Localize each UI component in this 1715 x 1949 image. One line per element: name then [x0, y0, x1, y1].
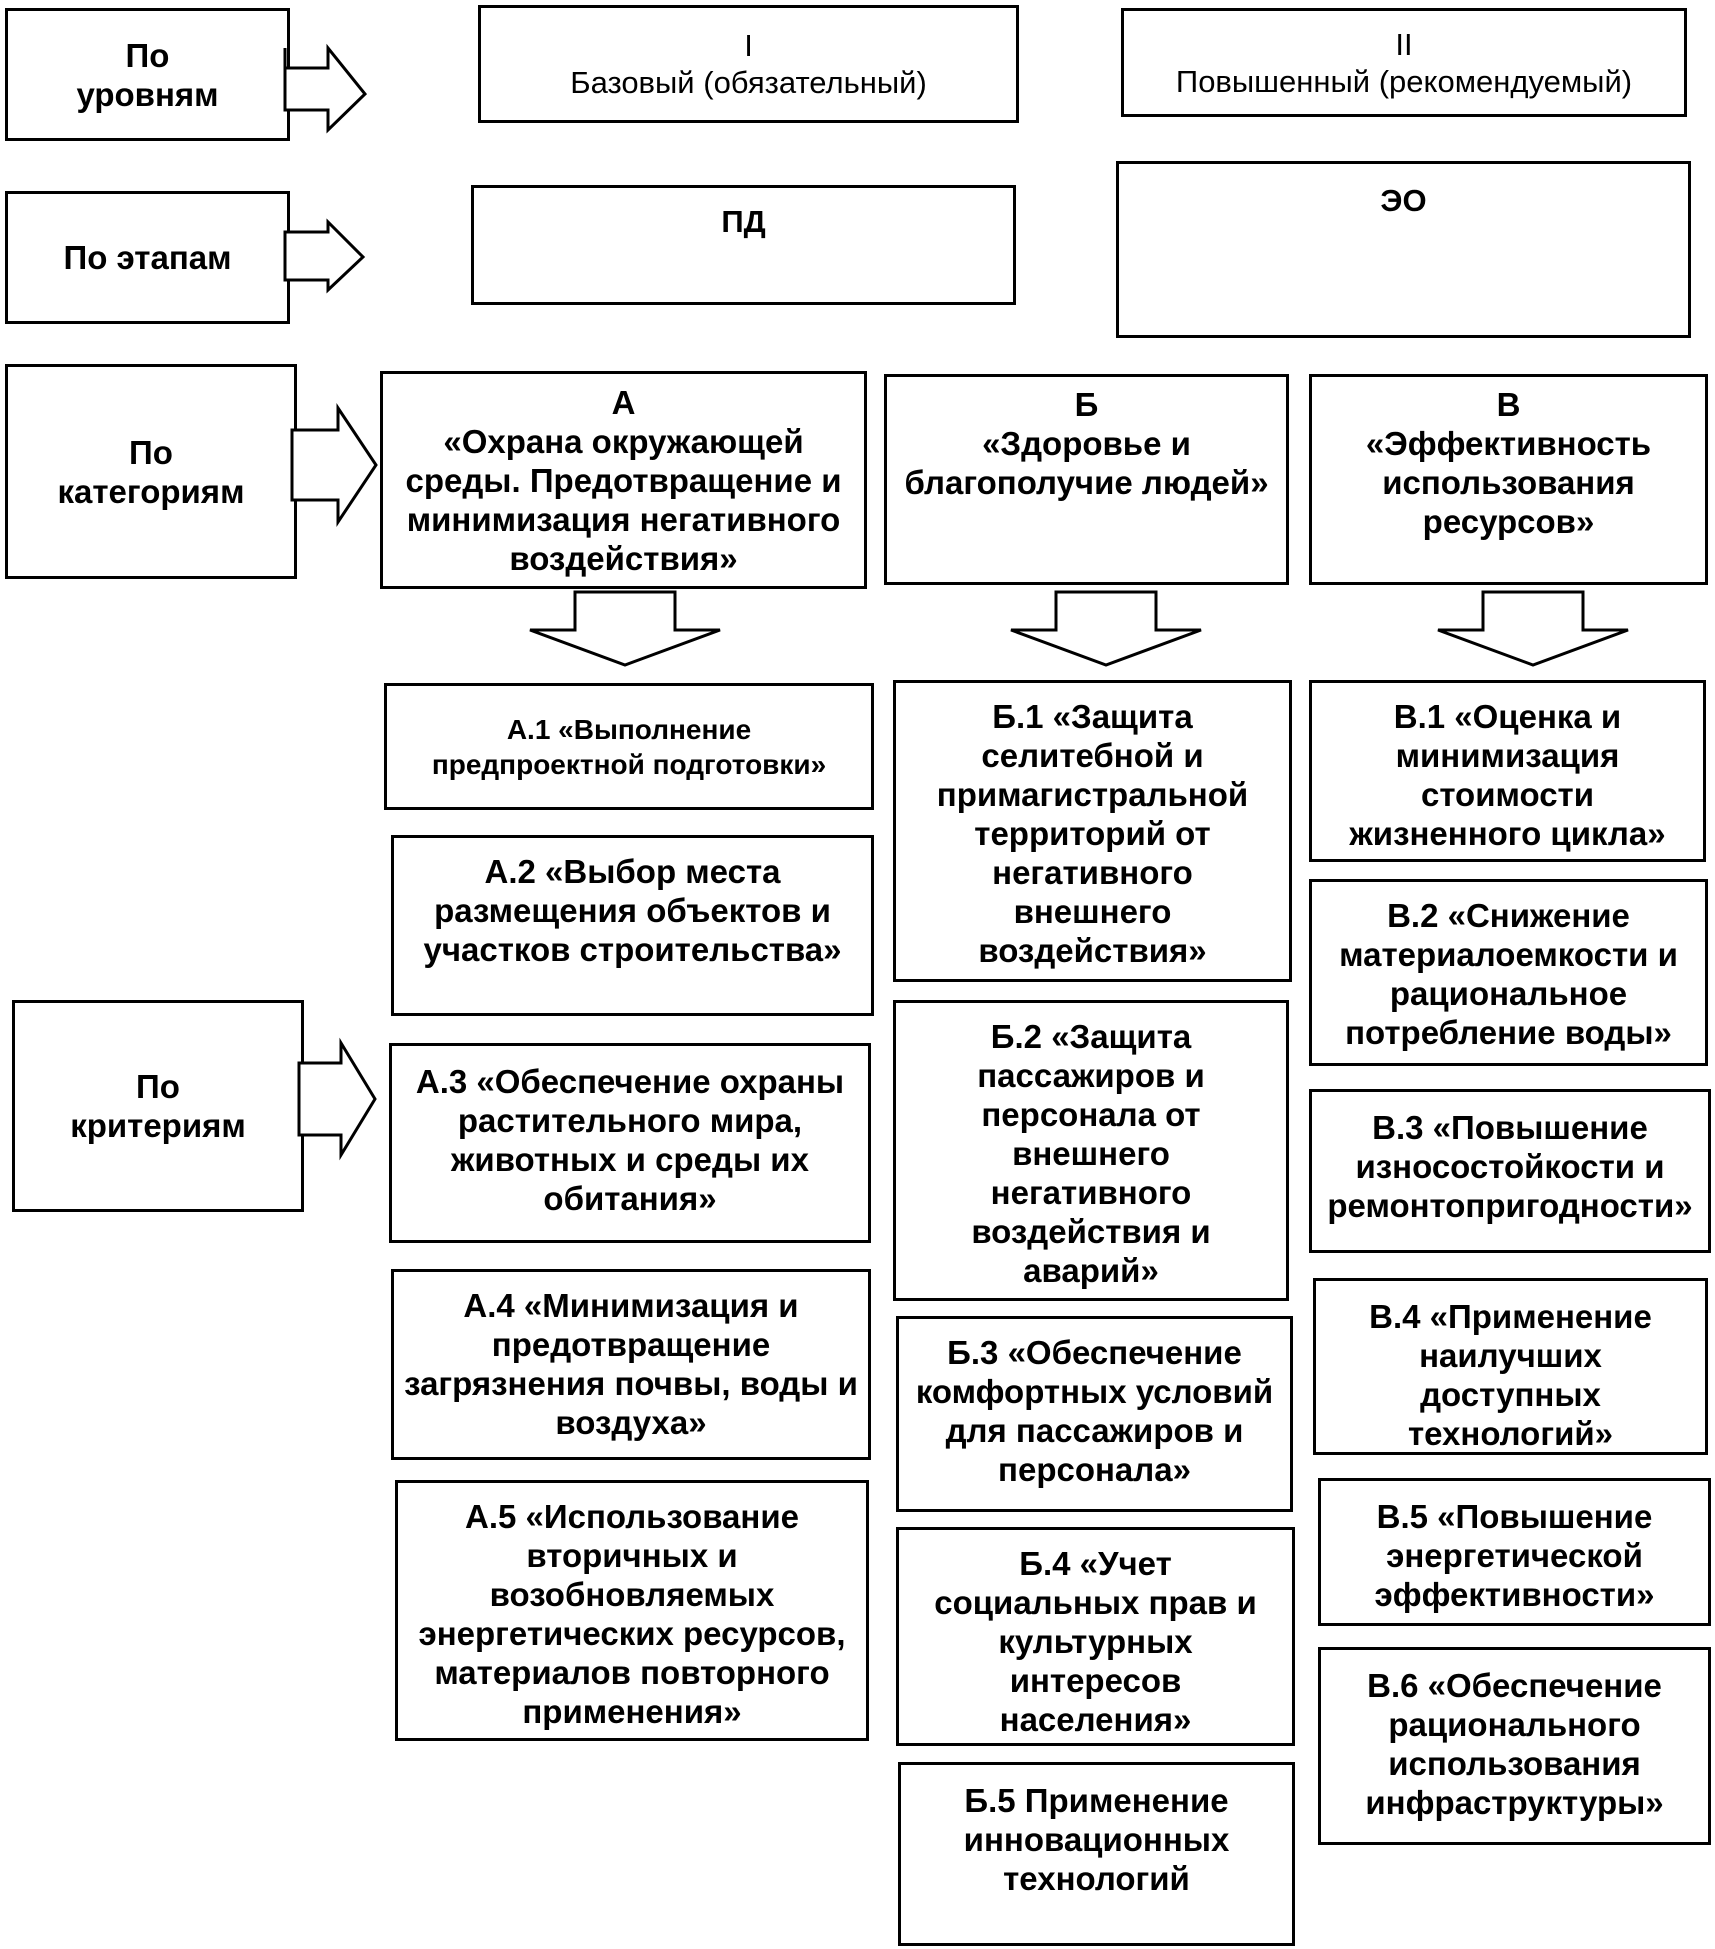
criterion-b4-box: Б.4 «Учет социальных прав и культурных и…	[896, 1527, 1295, 1746]
level-basic-box: I Базовый (обязательный)	[478, 5, 1019, 123]
levels-label-box: По уровням	[5, 8, 290, 141]
criterion-b3: Б.3 «Обеспечение комфортных условий для …	[915, 1334, 1274, 1488]
categories-label-box: По категориям	[5, 364, 297, 579]
category-v-down-arrow	[1437, 590, 1629, 667]
criterion-v1-box: В.1 «Оценка и минимизация стоимости жизн…	[1309, 680, 1706, 862]
criterion-b2: Б.2 «Защита пассажиров и персонала от вн…	[971, 1018, 1211, 1289]
criterion-a3: А.3 «Обеспечение охраны растительного ми…	[415, 1063, 845, 1217]
criterion-a4: А.4 «Минимизация и предотвращение загряз…	[404, 1287, 858, 1441]
criterion-v1: В.1 «Оценка и минимизация стоимости жизн…	[1349, 698, 1666, 852]
criterion-v6: В.6 «Обеспечение рационального использов…	[1365, 1667, 1664, 1821]
stages-right-arrow	[283, 218, 366, 294]
criterion-v6-box: В.6 «Обеспечение рационального использов…	[1318, 1647, 1711, 1845]
category-v-box: В «Эффективность использования ресурсов»	[1309, 374, 1708, 585]
criterion-b2-box: Б.2 «Защита пассажиров и персонала от вн…	[893, 1000, 1289, 1301]
criterion-a2-box: А.2 «Выбор места размещения объектов и у…	[391, 835, 874, 1016]
levels-right-arrow	[283, 43, 368, 134]
criterion-b5: Б.5 Применение инновационных технологий	[963, 1782, 1230, 1897]
criterion-v5: В.5 «Повышение энергетической эффективно…	[1374, 1498, 1655, 1613]
category-a-box: А «Охрана окружающей среды. Предотвращен…	[380, 371, 867, 589]
criterion-a4-box: А.4 «Минимизация и предотвращение загряз…	[391, 1269, 871, 1460]
levels-label: По уровням	[76, 36, 219, 113]
category-a-down-arrow	[529, 590, 721, 667]
stage-pd: ПД	[721, 204, 766, 239]
stage-eo-box: ЭО	[1116, 161, 1691, 338]
criterion-a5-box: А.5 «Использование вторичных и возобновл…	[395, 1480, 869, 1741]
stages-label: По этапам	[63, 239, 232, 276]
criterion-a1-box: А.1 «Выполнение предпроектной подготовки…	[384, 683, 874, 810]
criterion-v2: В.2 «Снижение материалоемкости и рациона…	[1339, 897, 1678, 1051]
criterion-v3: В.3 «Повышение износостойкости и ремонто…	[1327, 1109, 1693, 1224]
criteria-label: По критериям	[70, 1068, 246, 1144]
criterion-v4-box: В.4 «Применение наилучших доступных техн…	[1313, 1278, 1708, 1455]
category-a: А «Охрана окружающей среды. Предотвращен…	[405, 383, 842, 577]
category-b-box: Б «Здоровье и благополучие людей»	[884, 374, 1289, 585]
criterion-v2-box: В.2 «Снижение материалоемкости и рациона…	[1309, 879, 1708, 1066]
criteria-label-box: По критериям	[12, 1000, 304, 1212]
categories-label: По категориям	[57, 433, 245, 510]
level-advanced: II Повышенный (рекомендуемый)	[1175, 26, 1633, 99]
category-b-down-arrow	[1010, 590, 1202, 667]
level-basic: I Базовый (обязательный)	[570, 28, 927, 100]
stages-label-box: По этапам	[5, 191, 290, 324]
criterion-a2: А.2 «Выбор места размещения объектов и у…	[423, 853, 842, 968]
categories-right-arrow	[290, 403, 378, 527]
category-b: Б «Здоровье и благополучие людей»	[904, 386, 1269, 501]
stage-pd-box: ПД	[471, 185, 1016, 305]
criterion-b1-box: Б.1 «Защита селитебной и примагистрально…	[893, 680, 1292, 982]
criterion-a3-box: А.3 «Обеспечение охраны растительного ми…	[389, 1043, 871, 1243]
category-v: В «Эффективность использования ресурсов»	[1365, 386, 1652, 540]
criterion-v5-box: В.5 «Повышение энергетической эффективно…	[1318, 1478, 1711, 1626]
criterion-v4: В.4 «Применение наилучших доступных техн…	[1369, 1298, 1652, 1452]
level-advanced-box: II Повышенный (рекомендуемый)	[1121, 8, 1687, 117]
criterion-a5: А.5 «Использование вторичных и возобновл…	[418, 1498, 846, 1730]
stage-eo: ЭО	[1380, 183, 1427, 218]
criterion-v3-box: В.3 «Повышение износостойкости и ремонто…	[1309, 1089, 1711, 1253]
criterion-b1: Б.1 «Защита селитебной и примагистрально…	[936, 698, 1249, 969]
criterion-b3-box: Б.3 «Обеспечение комфортных условий для …	[896, 1316, 1293, 1512]
criteria-right-arrow	[297, 1037, 377, 1161]
criterion-b4: Б.4 «Учет социальных прав и культурных и…	[934, 1545, 1257, 1738]
criterion-b5-box: Б.5 Применение инновационных технологий	[898, 1762, 1295, 1946]
criterion-a1: А.1 «Выполнение предпроектной подготовки…	[431, 713, 827, 780]
